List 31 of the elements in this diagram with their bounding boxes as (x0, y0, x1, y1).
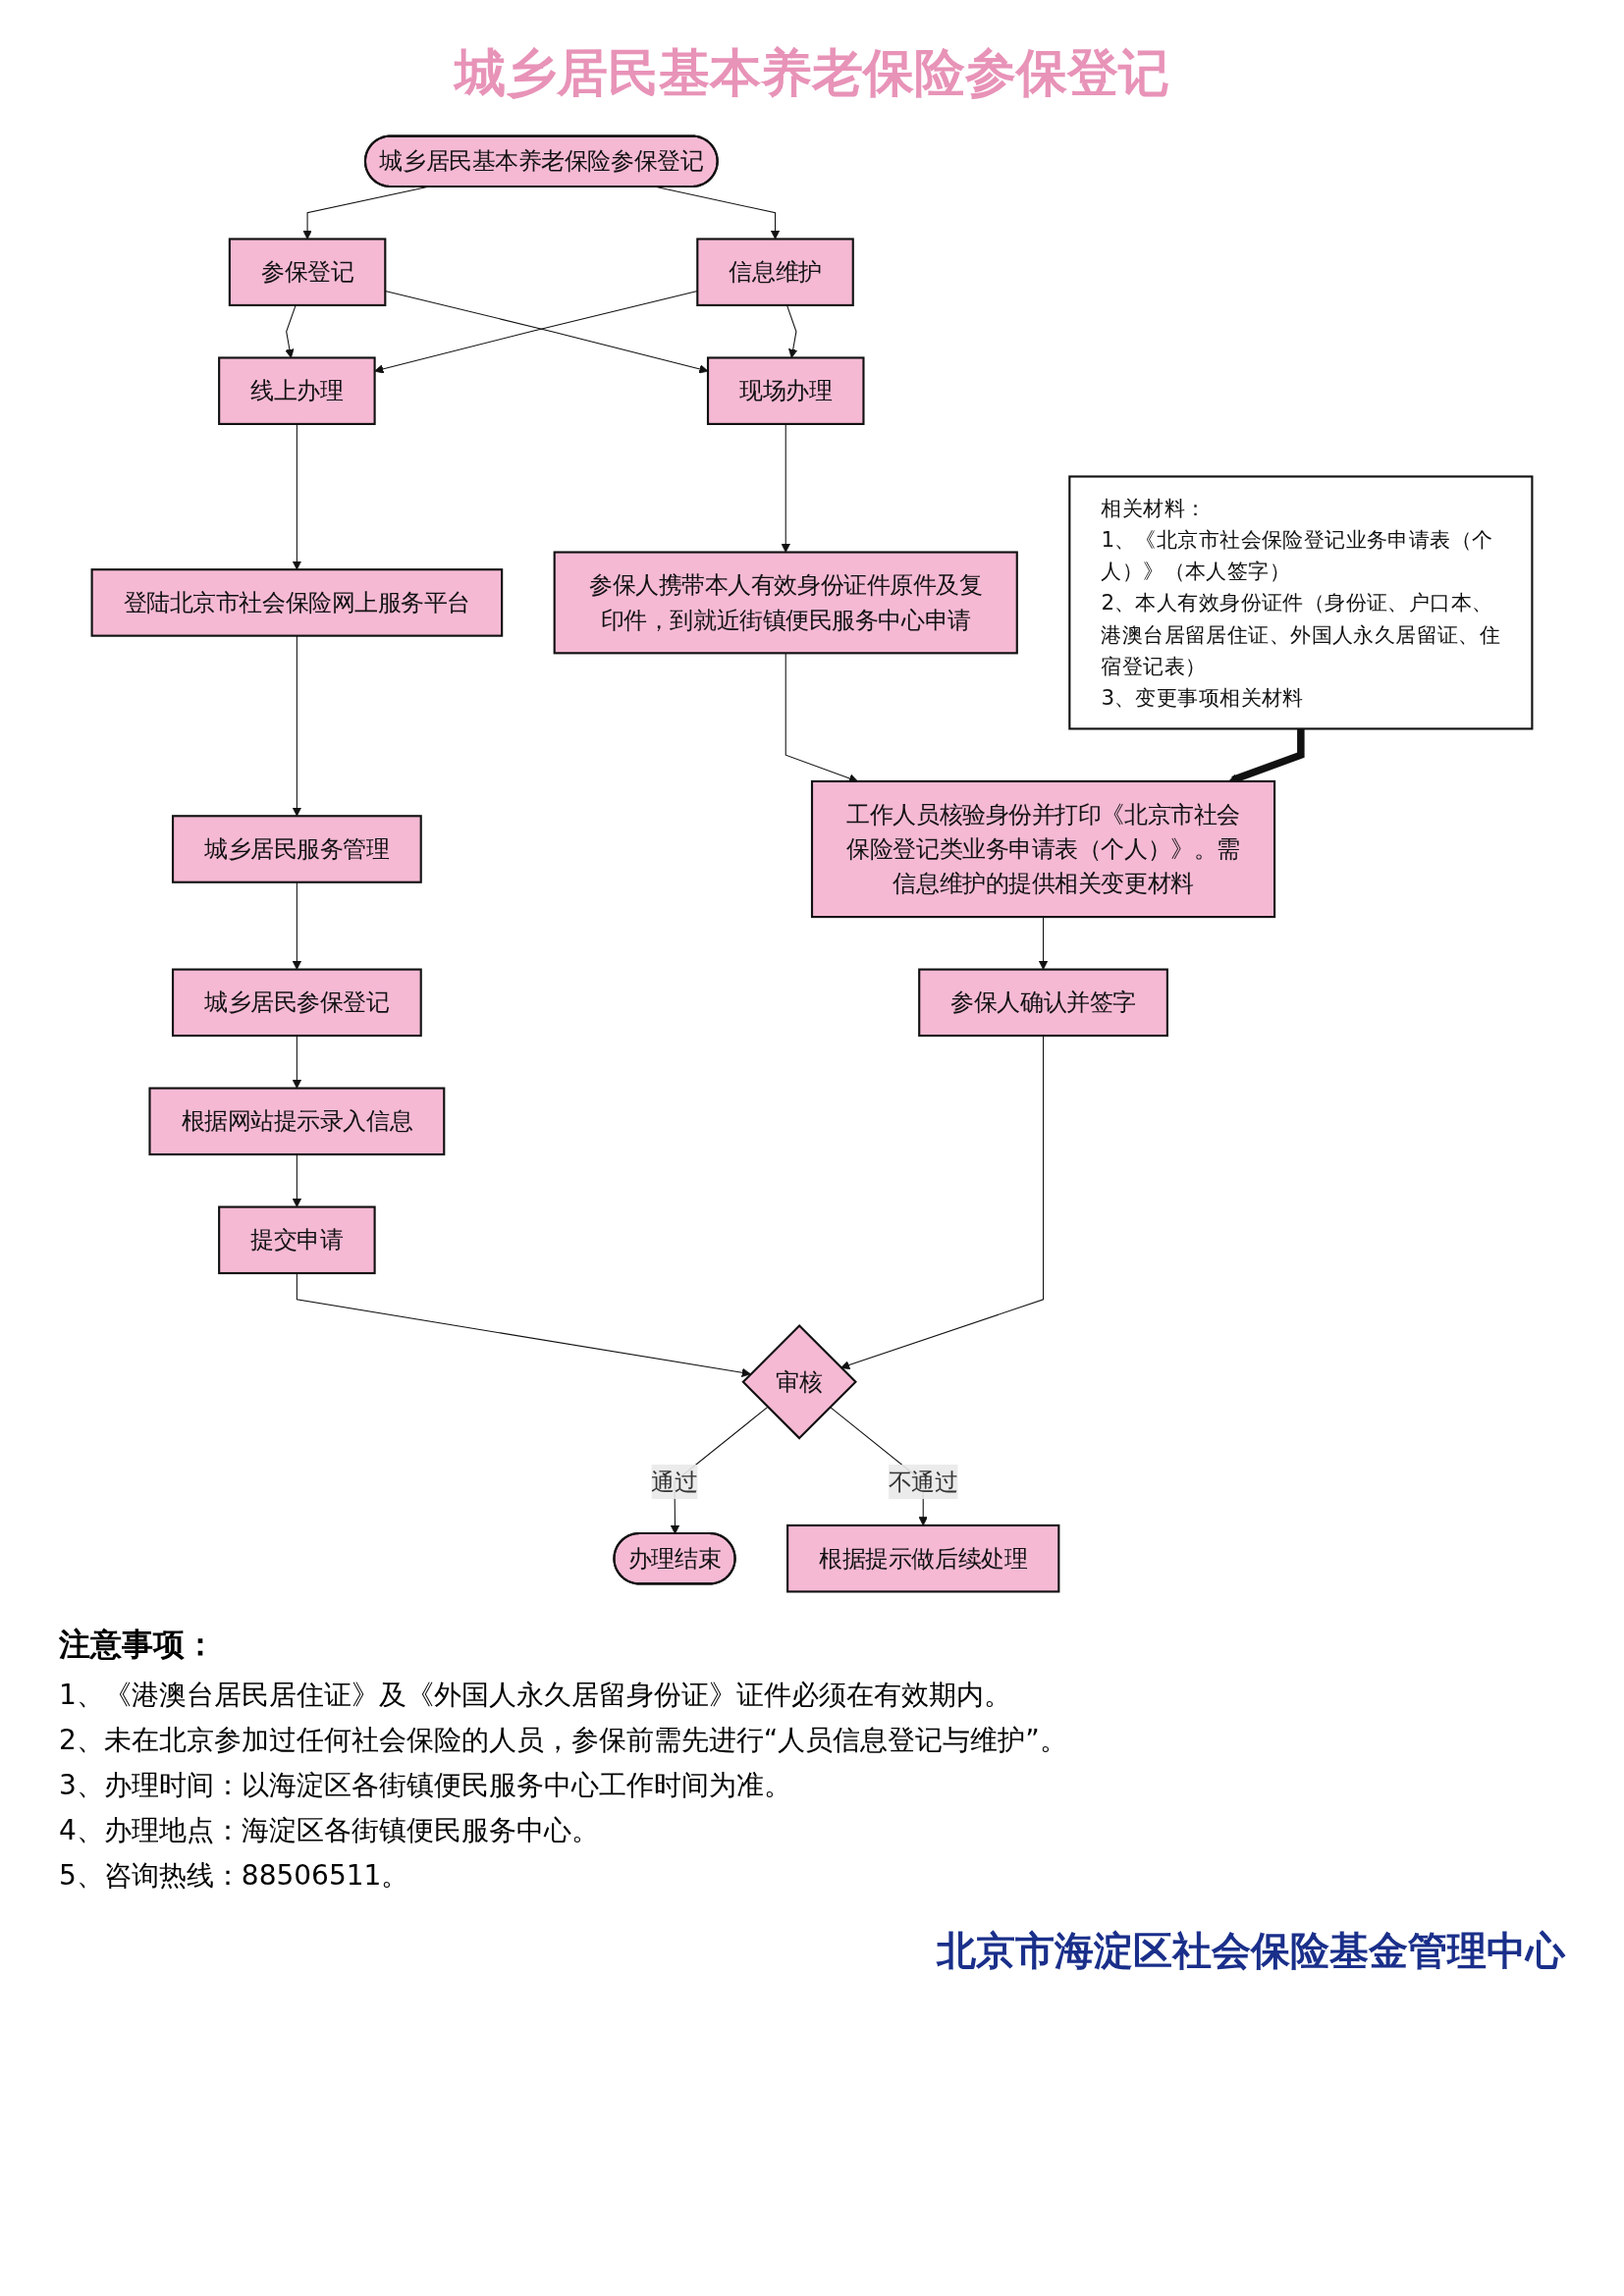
node-box: 参保登记 (228, 238, 387, 306)
node-box: 参保人携带本人有效身份证件原件及复印件，到就近街镇便民服务中心申请 (553, 551, 1018, 655)
node-box: 城乡居民参保登记 (171, 968, 422, 1038)
node-box: 登陆北京市社会保险网上服务平台 (90, 568, 504, 637)
note-text: 4、办理地点：海淀区各街镇便民服务中心。 (59, 1813, 600, 1848)
node-box: 提交申请 (218, 1205, 376, 1275)
arrow (785, 304, 798, 358)
node-box: 根据提示做后续处理 (786, 1523, 1060, 1593)
node-box: 工作人员核验身份并打印《北京市社会保险登记类业务申请表（个人）》。需信息维护的提供相关变更材料 (810, 779, 1276, 919)
node-box: 信息维护 (696, 238, 854, 306)
node-box: 现场办理 (706, 356, 865, 425)
edge-label: 通过 (651, 1468, 698, 1495)
title: 城乡居民基本养老保险参保登记 (452, 42, 1170, 104)
edge-label: 不通过 (888, 1468, 958, 1495)
node-box: 相关材料： 1、《北京市社会保险登记业务申请表（个人）》（本人签字） 2、本人有效身份证件（身份证、户口本、港澳台居留居住证、外国人永久居留证、住宿登记表） 3、变更事项相关材料 (1068, 475, 1534, 730)
arrow (292, 635, 302, 817)
arrow (1228, 728, 1305, 783)
node-diamond: 审核 (741, 1324, 857, 1440)
node-box: 根据网站提示录入信息 (148, 1087, 446, 1156)
note-text: 5、咨询热线：88506511。 (59, 1858, 410, 1894)
node-box: 参保人确认并签字 (918, 968, 1168, 1038)
notes-heading: 注意事项： (59, 1625, 217, 1665)
note-text: 1、《港澳台居民居住证》及《外国人永久居留身份证》证件必须在有效期内。 (59, 1678, 1012, 1713)
arrow (292, 423, 302, 570)
node-box: 线上办理 (218, 356, 376, 425)
note-text: 3、办理时间：以海淀区各街镇便民服务中心工作时间为准。 (59, 1768, 792, 1803)
arrow (285, 304, 297, 358)
footer-text: 北京市海淀区社会保险基金管理中心 (935, 1927, 1565, 1975)
arrow (781, 423, 790, 553)
node-box: 城乡居民服务管理 (171, 815, 422, 883)
note-text: 2、未在北京参加过任何社会保险的人员，参保前需先进行“人员信息登记与维护”。 (59, 1723, 1068, 1758)
